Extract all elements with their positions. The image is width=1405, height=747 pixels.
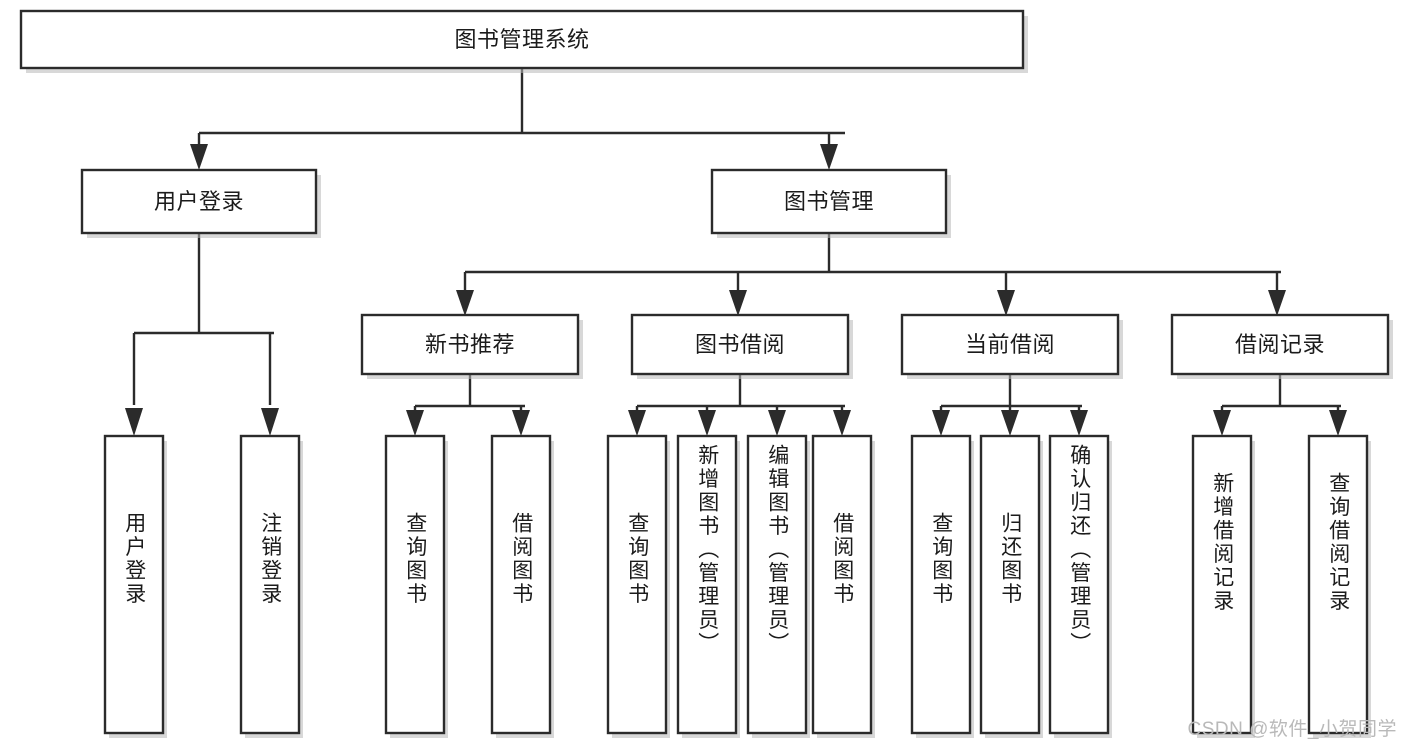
arrow-bm-to-book-borrow: [729, 290, 747, 316]
node-user-login[interactable]: 用户登录: [80, 168, 321, 238]
leaf-box-edit-book[interactable]: [746, 434, 808, 735]
node-root-box[interactable]: [19, 9, 1025, 70]
node-current-borrow[interactable]: 当前借阅: [900, 313, 1123, 379]
node-user-login-box[interactable]: [80, 168, 318, 235]
node-borrow-record[interactable]: 借阅记录: [1170, 313, 1393, 379]
node-book-manage[interactable]: 图书管理: [710, 168, 951, 238]
arrow-leaf-add-book: [698, 410, 716, 436]
arrow-leaf-logout: [261, 408, 279, 436]
arrow-leaf-return-book: [1001, 410, 1019, 436]
node-book-borrow-label: 图书借阅: [695, 332, 785, 357]
node-new-book-rec-box[interactable]: [360, 313, 580, 376]
arrow-root-to-book-manage: [820, 144, 838, 170]
leaf-box-borrow-book-2[interactable]: [811, 434, 873, 735]
leaf-box-user-login[interactable]: [103, 434, 165, 735]
edge-group: [125, 69, 1347, 436]
node-user-login-label: 用户登录: [154, 189, 244, 214]
node-current-borrow-label: 当前借阅: [965, 332, 1055, 357]
node-current-borrow-box[interactable]: [900, 313, 1120, 376]
arrow-leaf-borrow-book-1: [512, 410, 530, 436]
node-book-borrow[interactable]: 图书借阅: [630, 313, 853, 379]
leaf-box-logout[interactable]: [239, 434, 301, 735]
arrow-root-to-user-login: [190, 144, 208, 170]
node-root-label: 图书管理系统: [454, 27, 589, 52]
arrow-bm-to-new-book-rec: [456, 290, 474, 316]
leaf-box-borrow-book-1[interactable]: [490, 434, 552, 735]
arrow-leaf-edit-book: [768, 410, 786, 436]
arrow-leaf-user-login: [125, 408, 143, 436]
leaf-box-add-record[interactable]: [1191, 434, 1253, 735]
leaf-box-return-book[interactable]: [979, 434, 1041, 735]
node-root[interactable]: 图书管理系统: [19, 9, 1028, 73]
node-borrow-record-box[interactable]: [1170, 313, 1390, 376]
arrow-leaf-add-record: [1213, 410, 1231, 436]
arrow-bm-to-current-borrow: [997, 290, 1015, 316]
leaf-box-confirm-return[interactable]: [1048, 434, 1110, 735]
leaf-box-query-book-3[interactable]: [910, 434, 972, 735]
node-book-borrow-box[interactable]: [630, 313, 850, 376]
arrow-leaf-query-record: [1329, 410, 1347, 436]
node-new-book-rec-label: 新书推荐: [425, 332, 515, 357]
leaf-box-query-book-2[interactable]: [606, 434, 668, 735]
arrow-leaf-query-book-2: [628, 410, 646, 436]
leaf-box-add-book[interactable]: [676, 434, 738, 735]
arrow-leaf-confirm-return: [1070, 410, 1088, 436]
node-book-manage-label: 图书管理: [784, 189, 874, 214]
leaf-box-group: [103, 434, 1371, 738]
leaf-box-query-book-1[interactable]: [384, 434, 446, 735]
arrow-bm-to-borrow-record: [1268, 290, 1286, 316]
node-book-manage-box[interactable]: [710, 168, 948, 235]
arrow-leaf-borrow-book-2: [833, 410, 851, 436]
node-borrow-record-label: 借阅记录: [1235, 332, 1325, 357]
arrow-leaf-query-book-3: [932, 410, 950, 436]
csdn-watermark: CSDN @软件_小贺同学: [1187, 719, 1397, 740]
arrow-leaf-query-book-1: [406, 410, 424, 436]
leaf-box-query-record[interactable]: [1307, 434, 1369, 735]
node-new-book-rec[interactable]: 新书推荐: [360, 313, 583, 379]
